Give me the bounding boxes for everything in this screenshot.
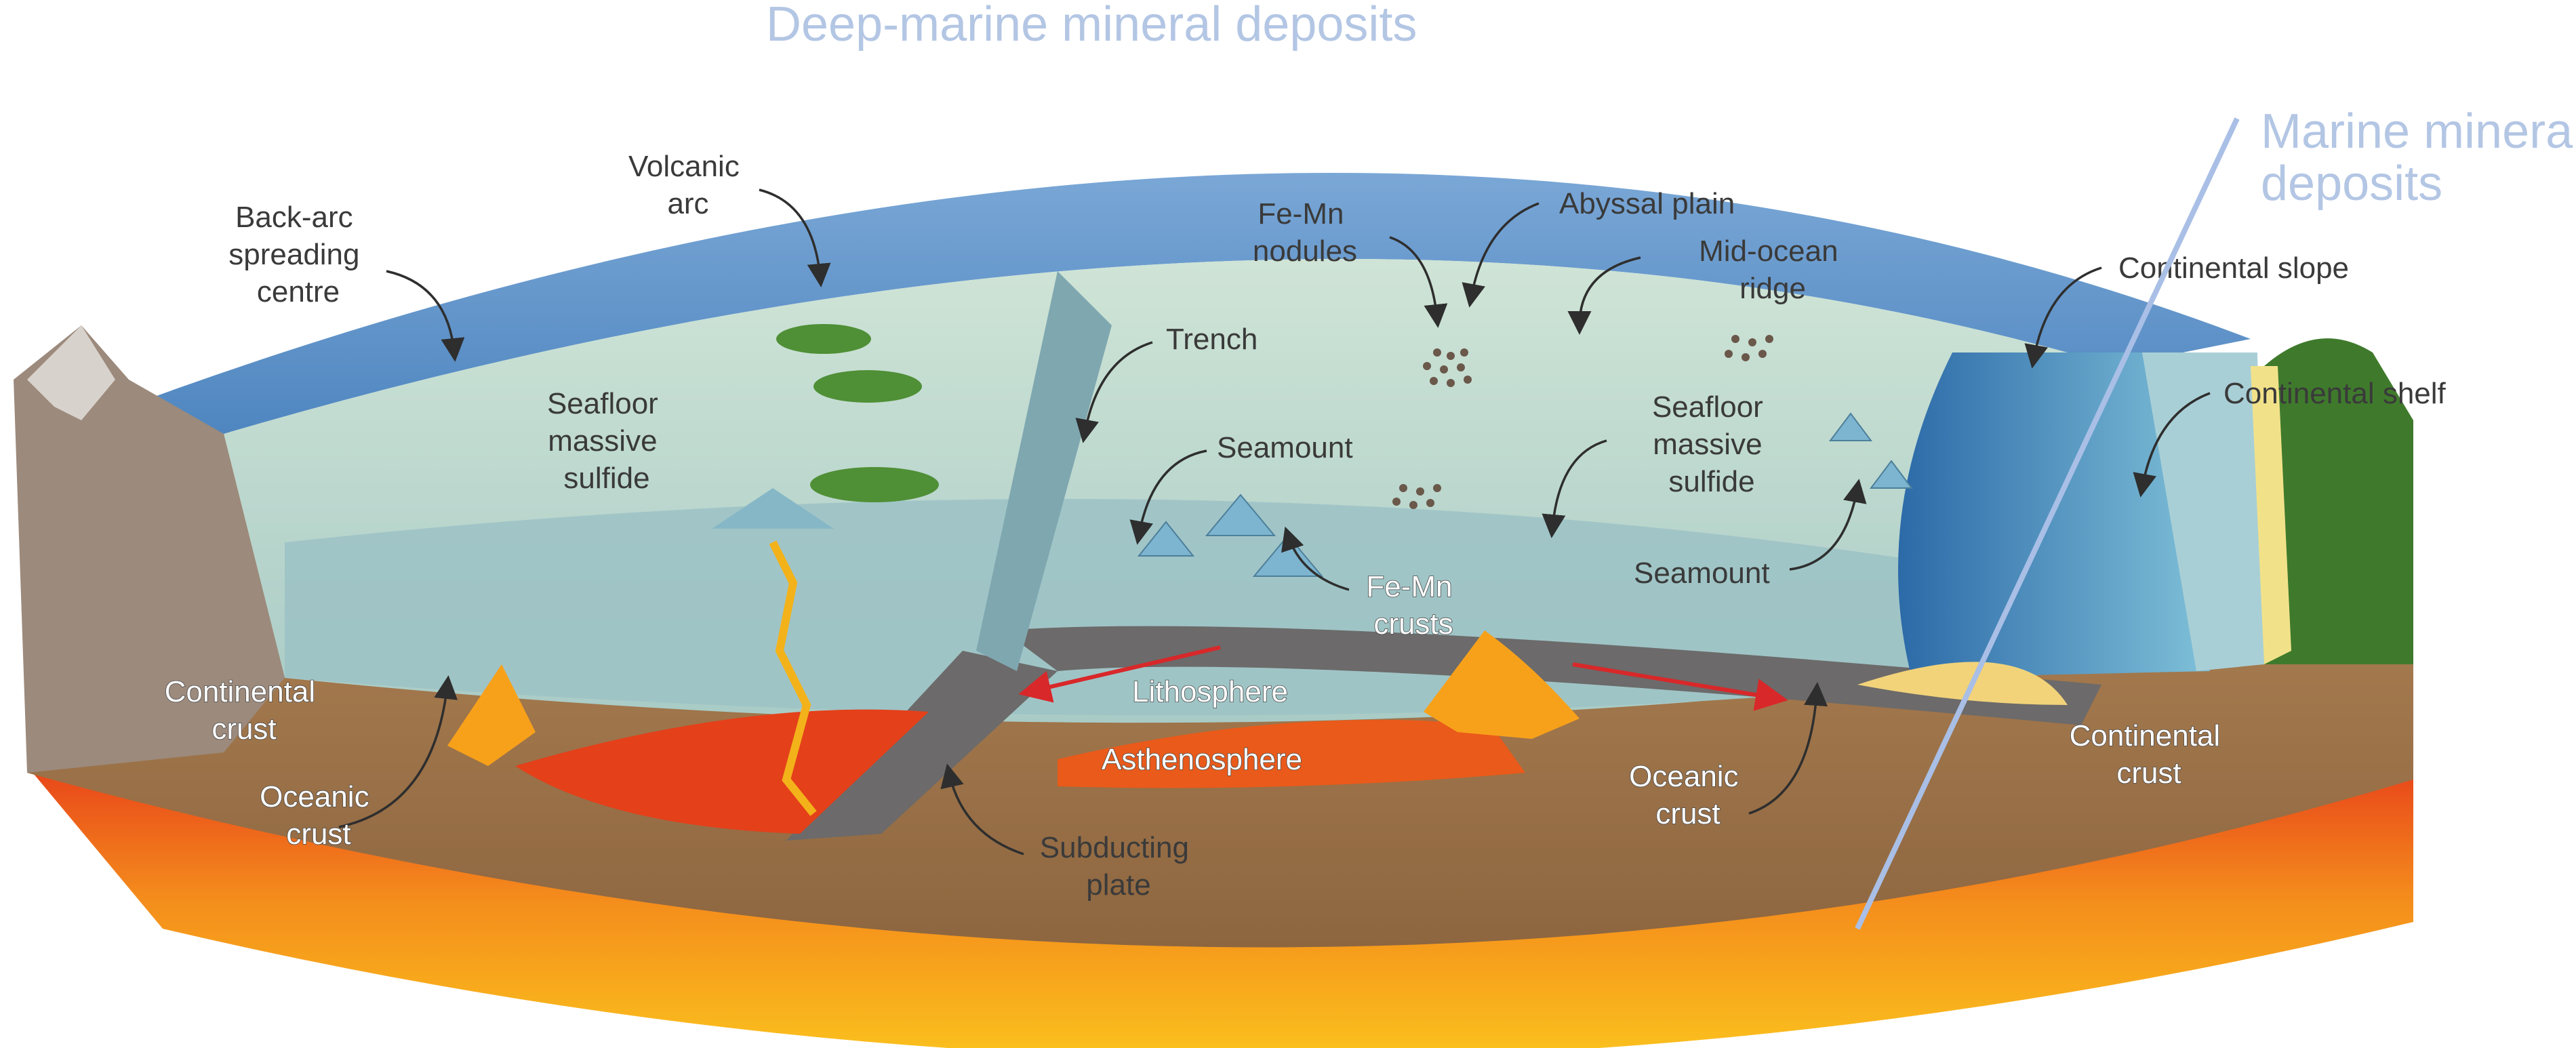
arc-island (810, 467, 939, 502)
label-fe-mn-nodules: Fe-Mn nodules (1253, 197, 1357, 268)
label-oceanic-crust-right: Oceanic crust (1629, 760, 1747, 830)
plate-motion-arrow (1018, 645, 1221, 703)
label-lithosphere: Lithosphere (1132, 675, 1288, 708)
mantle-layer (27, 766, 2413, 1048)
label-continental-shelf: Continental shelf (2223, 377, 2447, 410)
seamounts-right (1829, 412, 1913, 489)
left-mountain (14, 325, 285, 773)
label-seafloor-sulfide-left: Seafloor massive sulfide (547, 387, 666, 495)
magma-conduit (769, 540, 817, 816)
label-mid-ocean-ridge: Mid-ocean ridge (1699, 235, 1847, 305)
side-title-line-2: deposits (2261, 157, 2442, 211)
label-continental-crust-left: Continental crust (165, 675, 324, 746)
subducting-plate-shape (786, 651, 1058, 841)
left-mountain-snow (27, 325, 115, 420)
backarc-magma (447, 664, 536, 766)
arc-island (776, 324, 871, 354)
asthenosphere-layer (515, 709, 929, 834)
label-subducting-plate: Subducting plate (1040, 831, 1197, 902)
labels: Deep-marine mineral deposits Marine mine… (164, 0, 2576, 902)
nodule-cluster (1392, 484, 1441, 509)
label-seafloor-sulfide-right: Seafloor massive sulfide (1652, 390, 1771, 498)
arc-island (813, 370, 922, 403)
trench-gorge (976, 271, 1112, 671)
earth-cross-section (14, 172, 2413, 1048)
label-volcanic-arc: Volcanic arc (628, 150, 748, 220)
label-continental-crust-right: Continental crust (2070, 719, 2229, 790)
diagram-title: Deep-marine mineral deposits (766, 0, 1417, 52)
marine-deposit-divider (1855, 117, 2240, 930)
asthenosphere-layer-right (1058, 719, 1525, 788)
right-mountain (2264, 338, 2413, 664)
right-beach (2251, 366, 2291, 664)
leader-lines (338, 188, 2211, 855)
volcano-cone (712, 488, 834, 529)
continental-shelf-shape (2142, 352, 2264, 671)
ocean-surface (108, 172, 2251, 434)
plate-motion-arrow (1572, 662, 1788, 711)
label-seamount-right: Seamount (1634, 557, 1770, 590)
label-continental-slope: Continental slope (2118, 251, 2349, 285)
label-seamount-left: Seamount (1217, 431, 1353, 464)
nodule-cluster (1725, 335, 1773, 361)
nodule-cluster (1423, 348, 1472, 387)
sediment-lens (1857, 662, 2068, 705)
label-asthenosphere: Asthenosphere (1102, 743, 1302, 776)
side-title-line-1: Marine mineral (2261, 104, 2576, 159)
label-back-arc: Back-arc spreading centre (228, 201, 368, 308)
label-oceanic-crust-left: Oceanic crust (260, 780, 378, 851)
ridge-magma (1424, 630, 1579, 739)
label-trench: Trench (1166, 323, 1257, 356)
label-fe-mn-crusts: Fe-Mn crusts (1366, 570, 1460, 641)
label-abyssal-plain: Abyssal plain (1559, 187, 1735, 220)
